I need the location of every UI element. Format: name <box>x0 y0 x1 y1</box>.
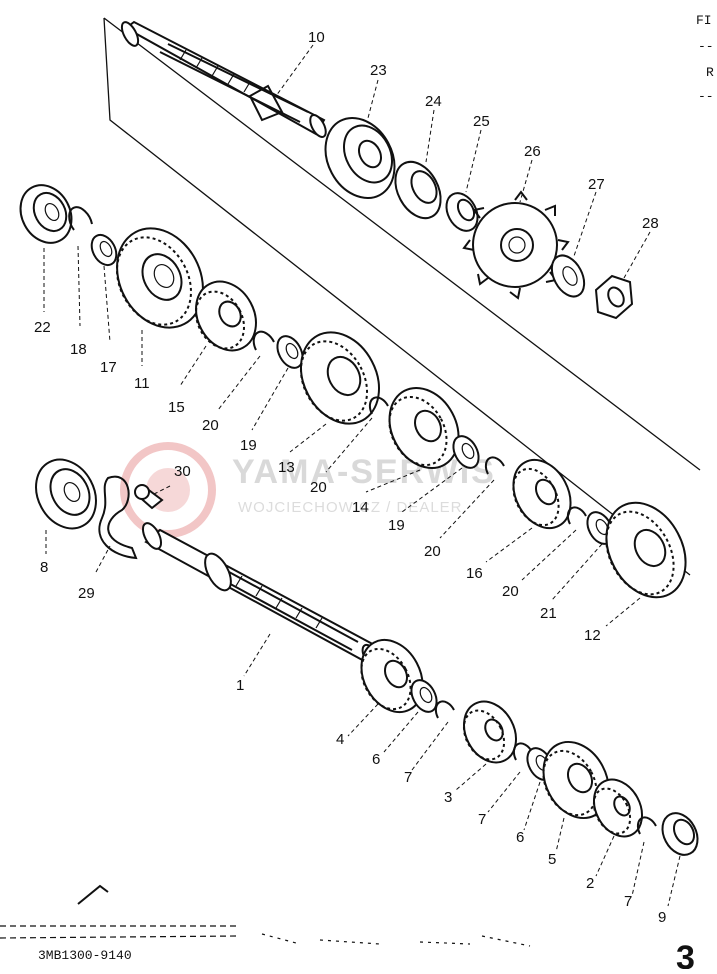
part-19-washer-a <box>276 335 304 369</box>
part-19-washer-b <box>452 435 480 469</box>
footer: 3MB1300-9140 3 <box>0 884 695 974</box>
callout-28: 28 <box>642 215 659 232</box>
callout-8: 8 <box>40 559 48 576</box>
part-2-gear <box>592 778 643 838</box>
part-3-gear <box>462 700 517 764</box>
corner-text-1: FI <box>696 13 712 28</box>
callout-13: 13 <box>278 459 295 476</box>
part-4-gear <box>360 638 424 714</box>
part-11-gear <box>116 227 204 329</box>
part-17-washer <box>90 233 118 267</box>
corner-text-3: R <box>706 65 714 80</box>
part-16-gear <box>512 458 572 530</box>
callout-24: 24 <box>425 93 442 110</box>
part-7-circlip-c <box>636 816 657 835</box>
callout-6-b: 6 <box>516 829 524 846</box>
footer-scan-strip <box>0 925 240 939</box>
callout-25: 25 <box>473 113 490 130</box>
corner-fragments: FI -- R -- <box>696 13 714 104</box>
part-13-gear <box>299 331 380 425</box>
callout-7-c: 7 <box>624 893 632 910</box>
callout-29: 29 <box>78 585 95 602</box>
assembly-frame <box>103 17 701 576</box>
document-number: 3MB1300-9140 <box>38 948 132 963</box>
callout-7-a: 7 <box>404 769 412 786</box>
part-1-main-axle <box>141 522 382 667</box>
part-15-gear <box>195 280 257 352</box>
corner-text-4: -- <box>698 89 714 104</box>
callout-20-b: 20 <box>310 479 327 496</box>
callout-20-d: 20 <box>502 583 519 600</box>
part-27-lock-washer <box>550 254 586 298</box>
leader-lines <box>43 44 681 907</box>
callout-15: 15 <box>168 399 185 416</box>
callout-17: 17 <box>100 359 117 376</box>
part-7-circlip-b <box>512 742 533 761</box>
callout-labels: 10 23 24 25 26 27 28 22 18 17 11 15 20 1… <box>34 29 666 926</box>
part-6-washer-a <box>410 679 438 713</box>
part-18-circlip <box>68 206 93 231</box>
callout-23: 23 <box>370 62 387 79</box>
callout-9: 9 <box>658 909 666 926</box>
part-8-bearing <box>35 458 97 530</box>
callout-26: 26 <box>524 143 541 160</box>
part-7-circlip-a <box>434 700 455 719</box>
footer-scan-noise <box>261 933 531 947</box>
part-24-oil-seal <box>394 160 442 220</box>
callout-3: 3 <box>444 789 452 806</box>
callout-6-a: 6 <box>372 751 380 768</box>
part-30-screw <box>134 484 164 510</box>
callout-5: 5 <box>548 851 556 868</box>
callout-1: 1 <box>236 677 244 694</box>
callout-7-b: 7 <box>478 811 486 828</box>
part-5-gear <box>542 740 610 820</box>
part-28-nut <box>594 274 634 320</box>
part-20-circlip-c <box>484 456 505 475</box>
page-corner-mark: 3 <box>676 939 695 969</box>
callout-18: 18 <box>70 341 87 358</box>
callout-27: 27 <box>588 176 605 193</box>
part-12-gear <box>605 501 687 599</box>
callout-14: 14 <box>352 499 369 516</box>
part-20-circlip-b <box>368 396 389 415</box>
part-29-bearing-retainer <box>98 475 138 560</box>
callout-22: 22 <box>34 319 51 336</box>
corner-text-2: -- <box>698 39 714 54</box>
part-9-needle-bearing <box>661 812 699 856</box>
callout-19-b: 19 <box>388 517 405 534</box>
callout-10: 10 <box>308 29 325 46</box>
part-20-circlip-d <box>566 506 587 525</box>
part-20-circlip-a <box>252 330 275 351</box>
callout-30: 30 <box>174 463 191 480</box>
part-14-gear <box>388 386 460 470</box>
callout-11: 11 <box>134 375 150 392</box>
callout-20-a: 20 <box>202 417 219 434</box>
callout-4: 4 <box>336 731 344 748</box>
callout-12: 12 <box>584 627 601 644</box>
callout-21: 21 <box>540 605 557 622</box>
callout-2: 2 <box>586 875 594 892</box>
footer-scan-mark <box>77 884 109 905</box>
callout-16: 16 <box>466 565 483 582</box>
part-22-bearing <box>19 184 73 244</box>
watermark-sub: WOJCIECHOWICZ / DEALER <box>238 499 463 516</box>
callout-20-c: 20 <box>424 543 441 560</box>
part-26-drive-sprocket <box>462 190 570 300</box>
callout-19-a: 19 <box>240 437 257 454</box>
part-10-drive-axle <box>120 20 327 138</box>
part-25-collar <box>445 192 479 232</box>
part-23-bearing <box>324 116 396 200</box>
